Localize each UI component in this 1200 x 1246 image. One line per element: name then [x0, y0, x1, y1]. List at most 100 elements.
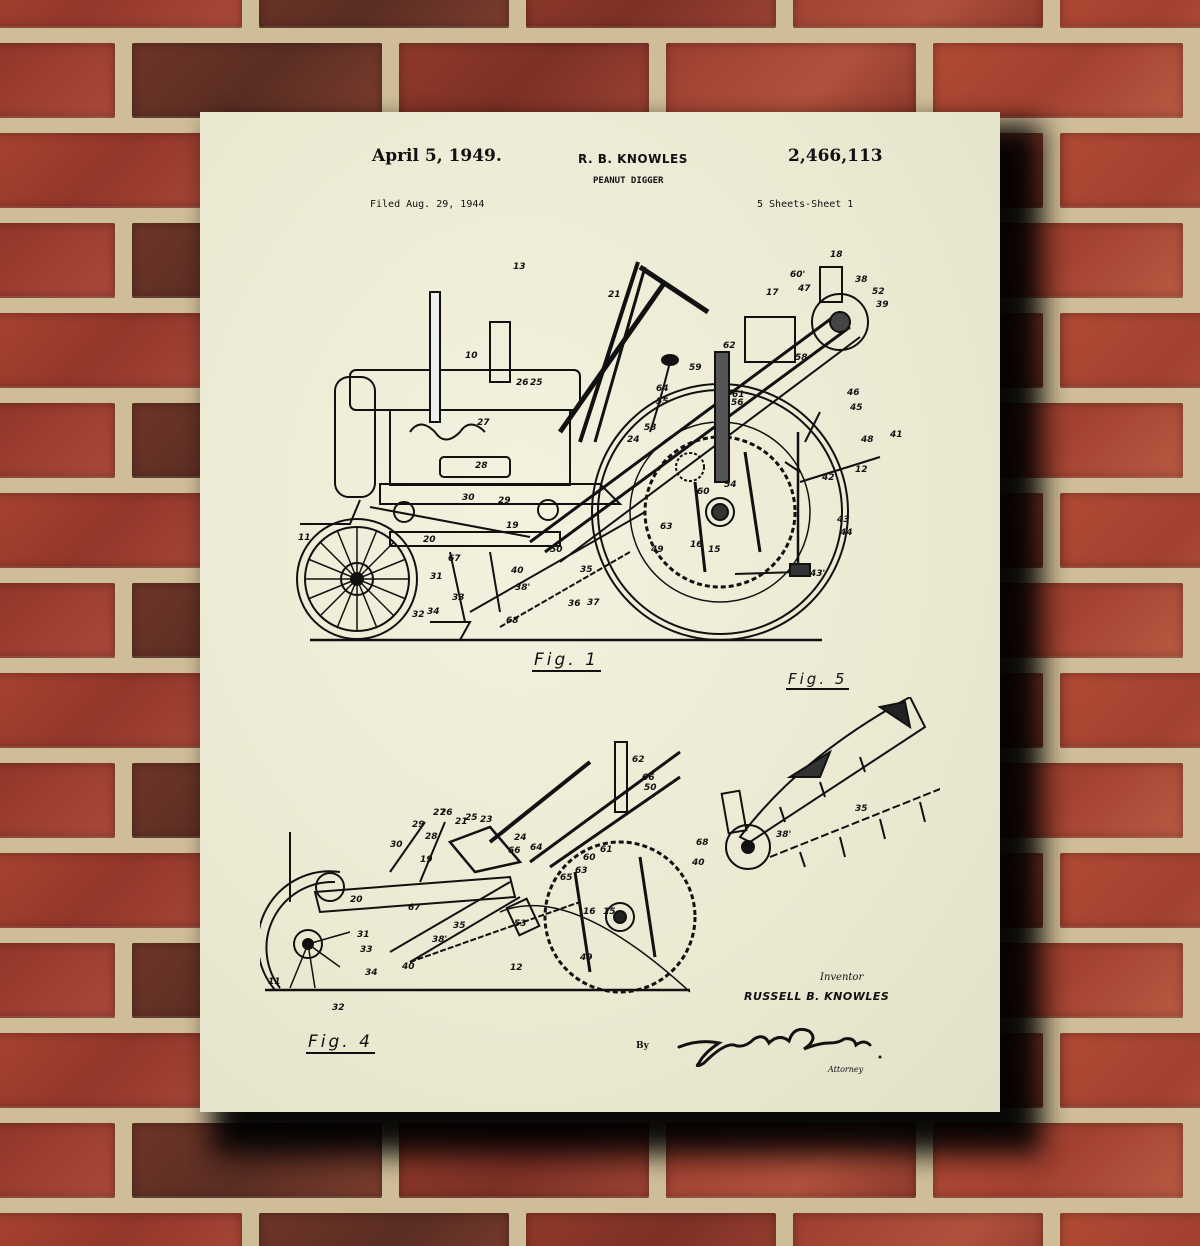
brick: [399, 43, 649, 118]
svg-text:38': 38': [515, 583, 530, 593]
svg-text:31: 31: [357, 930, 370, 940]
brick: [0, 43, 115, 118]
patent-poster: April 5, 1949. R. B. KNOWLES 2,466,113 P…: [200, 112, 1000, 1112]
svg-text:64: 64: [530, 843, 543, 853]
svg-text:55: 55: [656, 397, 669, 407]
brick: [526, 1213, 776, 1246]
svg-text:49: 49: [579, 953, 593, 963]
fig5-label: Fig. 5: [786, 670, 850, 690]
svg-text:43': 43': [809, 569, 825, 579]
fig1-label: Fig. 1: [532, 650, 601, 672]
svg-text:18: 18: [830, 250, 843, 260]
svg-text:26: 26: [516, 378, 529, 388]
svg-text:38': 38': [776, 830, 791, 840]
svg-text:62: 62: [723, 341, 736, 351]
brick: [259, 0, 509, 28]
brick: [1060, 493, 1200, 568]
svg-text:27: 27: [433, 808, 446, 818]
svg-text:40: 40: [691, 858, 705, 868]
svg-text:68: 68: [696, 838, 709, 848]
svg-text:25: 25: [530, 378, 543, 388]
filed-date: Filed Aug. 29, 1944: [370, 199, 485, 210]
svg-text:30: 30: [390, 840, 403, 850]
brick: [0, 1123, 115, 1198]
svg-text:28: 28: [425, 832, 438, 842]
svg-text:65: 65: [560, 873, 573, 883]
brick: [0, 223, 115, 298]
svg-text:63: 63: [575, 866, 588, 876]
svg-text:41: 41: [889, 430, 903, 440]
svg-text:56: 56: [731, 398, 744, 408]
svg-text:12: 12: [510, 963, 523, 973]
svg-text:50: 50: [644, 783, 657, 793]
sheet-count: 5 Sheets-Sheet 1: [757, 199, 854, 210]
svg-text:49: 49: [650, 545, 664, 555]
brick: [1060, 1033, 1200, 1108]
svg-text:36: 36: [568, 599, 581, 609]
svg-text:33: 33: [360, 945, 373, 955]
inventor-header: R. B. KNOWLES: [578, 152, 688, 166]
svg-text:68: 68: [506, 616, 519, 626]
svg-text:33: 33: [452, 593, 465, 603]
by-label: By: [636, 1041, 649, 1051]
svg-text:54: 54: [724, 480, 737, 490]
svg-text:24: 24: [514, 833, 527, 843]
svg-text:29: 29: [412, 820, 425, 830]
svg-text:32: 32: [412, 610, 425, 620]
inventor-label: Inventor: [820, 972, 864, 983]
svg-text:38: 38: [855, 275, 868, 285]
svg-text:46: 46: [846, 388, 860, 398]
svg-text:35: 35: [453, 921, 466, 931]
svg-text:15: 15: [708, 545, 721, 555]
brick: [1060, 853, 1200, 928]
svg-text:66: 66: [508, 846, 521, 856]
svg-text:12: 12: [855, 465, 868, 475]
svg-text:52: 52: [872, 287, 885, 297]
svg-text:13: 13: [513, 262, 526, 272]
svg-text:34: 34: [427, 607, 440, 617]
brick: [0, 583, 115, 658]
svg-text:10: 10: [465, 351, 478, 361]
svg-text:23: 23: [480, 815, 493, 825]
svg-text:63: 63: [660, 522, 673, 532]
brick: [0, 0, 242, 28]
svg-text:62: 62: [632, 755, 645, 765]
inventor-name: RUSSELL B. KNOWLES: [744, 990, 890, 1003]
brick: [933, 43, 1183, 118]
svg-text:59: 59: [689, 363, 702, 373]
brick: [793, 0, 1043, 28]
svg-text:24: 24: [627, 435, 640, 445]
svg-text:67: 67: [408, 903, 421, 913]
brick: [1060, 0, 1200, 28]
patent-number: 2,466,113: [788, 146, 883, 166]
brick: [666, 43, 916, 118]
svg-text:60': 60': [790, 270, 805, 280]
svg-text:50: 50: [550, 545, 563, 555]
brick-course: [0, 1213, 1200, 1246]
svg-text:47: 47: [797, 284, 811, 294]
svg-text:45: 45: [849, 403, 863, 413]
svg-text:11: 11: [298, 533, 311, 543]
svg-text:21: 21: [455, 817, 468, 827]
svg-text:60: 60: [697, 487, 710, 497]
svg-text:20: 20: [423, 535, 436, 545]
svg-text:40: 40: [401, 962, 415, 972]
svg-text:25: 25: [465, 813, 478, 823]
svg-text:31: 31: [430, 572, 443, 582]
svg-text:37: 37: [587, 598, 600, 608]
svg-text:29: 29: [498, 496, 511, 506]
brick: [1060, 313, 1200, 388]
brick: [1060, 1213, 1200, 1246]
svg-text:43: 43: [836, 515, 850, 525]
svg-text:20: 20: [350, 895, 363, 905]
fig4-label: Fig. 4: [306, 1032, 375, 1054]
svg-text:21: 21: [608, 290, 621, 300]
svg-text:53: 53: [644, 423, 657, 433]
brick: [1060, 673, 1200, 748]
brick: [793, 1213, 1043, 1246]
svg-text:44: 44: [839, 528, 853, 538]
svg-text:11: 11: [268, 977, 281, 987]
svg-text:61: 61: [600, 845, 613, 855]
